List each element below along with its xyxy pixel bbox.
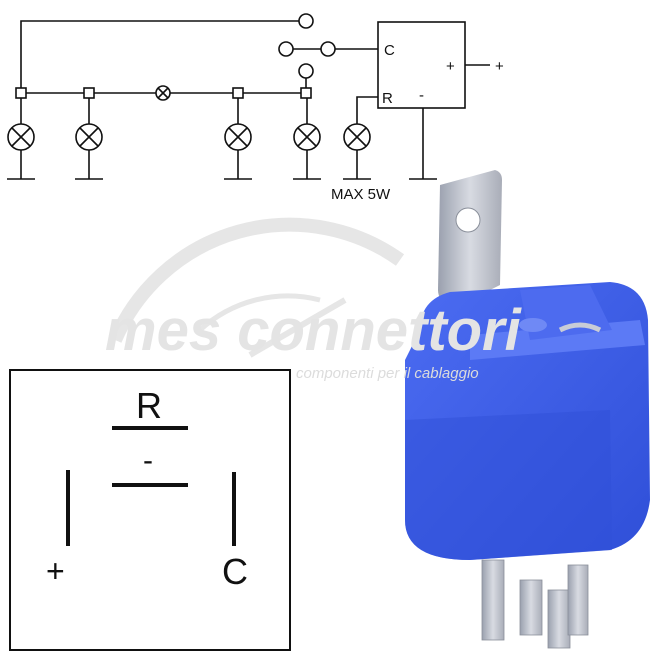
terminal-plus-label: + xyxy=(446,58,455,75)
pinout-diagram xyxy=(9,369,291,651)
supply-plus-label: + xyxy=(495,58,504,75)
relay-image xyxy=(405,170,650,649)
pin-plus-label: + xyxy=(46,553,65,589)
pin-minus-label: - xyxy=(143,444,153,477)
max-load-label: MAX 5W xyxy=(331,186,391,203)
pin-r-label: R xyxy=(136,385,162,426)
lamp-branches xyxy=(7,98,437,180)
watermark-logo xyxy=(108,217,405,358)
lamp-icon xyxy=(155,85,171,101)
watermark-tagline: componenti per il cablaggio xyxy=(296,365,479,382)
terminal-minus-label: - xyxy=(419,87,424,104)
watermark-brand: mes connettori xyxy=(105,298,523,363)
wiring-diagram xyxy=(7,13,490,180)
terminal-c-label: C xyxy=(384,42,395,59)
terminal-r-label: R xyxy=(382,90,393,107)
pin-c-label: C xyxy=(222,551,248,592)
